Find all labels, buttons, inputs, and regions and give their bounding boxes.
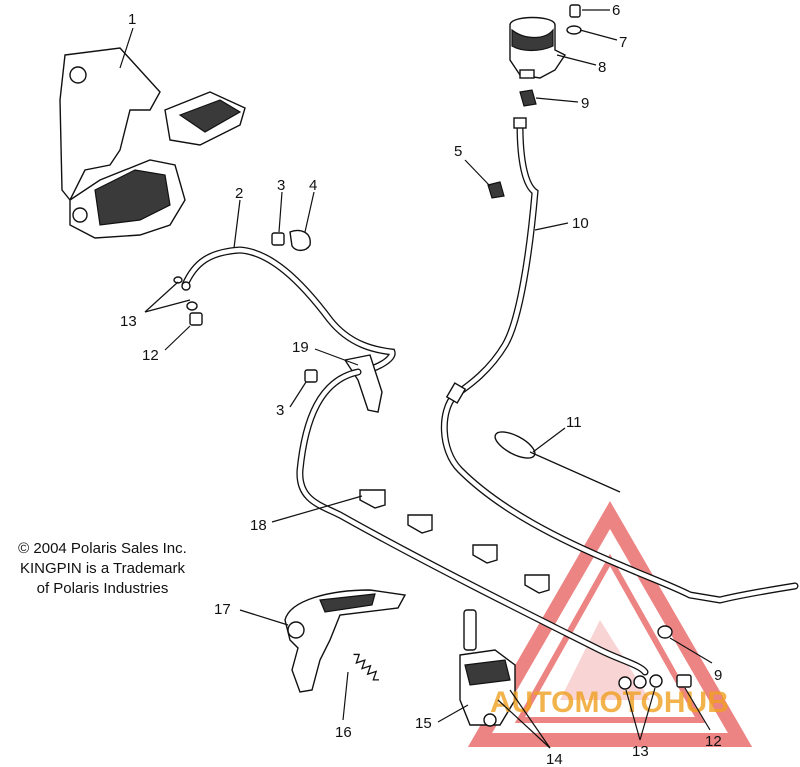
hardware-parts bbox=[173, 4, 692, 690]
master-cylinder bbox=[459, 609, 516, 727]
callout-3-top: 3 bbox=[277, 177, 285, 194]
copyright-line-2: KINGPIN is a Trademark bbox=[19, 560, 186, 577]
reservoir-hose bbox=[440, 117, 799, 604]
brake-line-lower bbox=[296, 368, 649, 676]
copyright-line-3: of Polaris Industries bbox=[36, 580, 169, 597]
copyright-notice: © 2004 Polaris Sales Inc. KINGPIN is a T… bbox=[0, 539, 205, 599]
callout-2: 2 bbox=[235, 185, 243, 202]
brake-caliper-assembly bbox=[59, 47, 246, 239]
callout-14: 14 bbox=[546, 751, 563, 767]
callout-3-middle: 3 bbox=[276, 402, 284, 419]
callout-13-right: 13 bbox=[632, 743, 649, 760]
callout-1: 1 bbox=[128, 11, 136, 28]
callout-7: 7 bbox=[619, 34, 627, 51]
callout-16: 16 bbox=[335, 724, 352, 741]
callout-9-top: 9 bbox=[581, 95, 589, 112]
callout-19: 19 bbox=[292, 339, 309, 356]
copyright-line-1: © 2004 Polaris Sales Inc. bbox=[18, 540, 187, 557]
callout-4: 4 bbox=[309, 177, 317, 194]
callout-12-left: 12 bbox=[142, 347, 159, 364]
watermark-text: AUTOMOTOHUB bbox=[490, 686, 729, 719]
callout-17: 17 bbox=[214, 601, 231, 618]
callout-8: 8 bbox=[598, 59, 606, 76]
callout-5: 5 bbox=[454, 143, 462, 160]
callout-10: 10 bbox=[572, 215, 589, 232]
leader-lines bbox=[119, 9, 713, 749]
cable-tie bbox=[494, 431, 621, 493]
callout-12-right: 12 bbox=[705, 733, 722, 750]
brake-line-upper bbox=[181, 246, 396, 413]
callout-6: 6 bbox=[612, 2, 620, 19]
return-spring bbox=[353, 653, 379, 681]
callout-18: 18 bbox=[250, 517, 267, 534]
callout-labels: 1 2 3 4 5 6 7 8 9 10 11 13 12 19 3 18 17… bbox=[120, 2, 722, 767]
fluid-reservoir bbox=[509, 16, 567, 79]
callout-11: 11 bbox=[566, 414, 582, 431]
callout-15: 15 bbox=[415, 715, 432, 732]
brake-pedal bbox=[284, 589, 407, 693]
callout-9-bottom: 9 bbox=[714, 667, 722, 684]
callout-13-left: 13 bbox=[120, 313, 137, 330]
